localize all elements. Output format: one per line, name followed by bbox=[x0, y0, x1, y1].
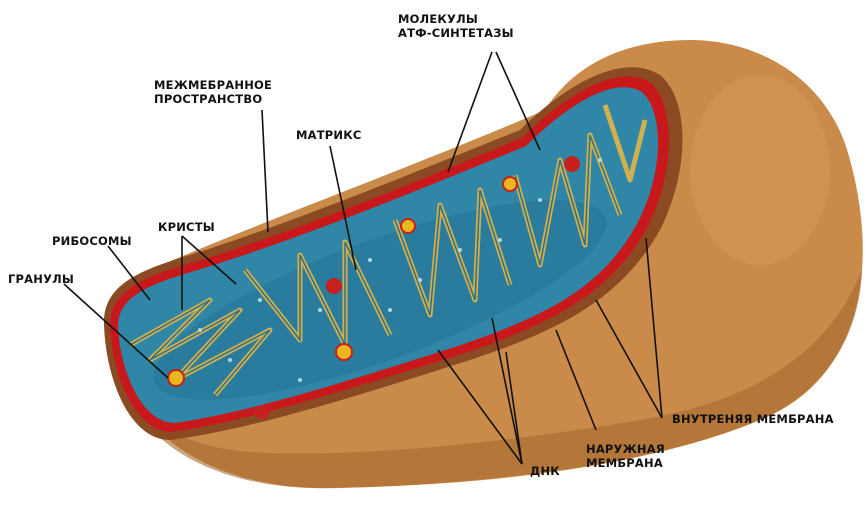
granule bbox=[503, 177, 517, 191]
label-granules: ГРАНУЛЫ bbox=[8, 272, 74, 286]
label-outer-membrane: НАРУЖНАЯ МЕМБРАНА bbox=[586, 442, 665, 470]
label-outer-membrane-line2: МЕМБРАНА bbox=[586, 456, 665, 470]
label-intermembrane-space: МЕЖМЕБРАННОЕ ПРОСТРАНСТВО bbox=[154, 78, 272, 106]
granule bbox=[255, 405, 269, 419]
label-intermembrane-line2: ПРОСТРАНСТВО bbox=[154, 92, 272, 106]
label-outer-membrane-line1: НАРУЖНАЯ bbox=[586, 442, 665, 456]
label-inner-membrane: ВНУТРЕНЯЯ МЕМБРАНА bbox=[672, 412, 834, 426]
granule bbox=[326, 278, 342, 294]
label-dna: ДНК bbox=[530, 464, 560, 478]
leader-intermembrane bbox=[262, 110, 268, 232]
label-atp-synthase-line2: АТФ-СИНТЕТАЗЫ bbox=[398, 26, 514, 40]
granule bbox=[336, 344, 352, 360]
granule bbox=[401, 219, 415, 233]
label-atp-synthase-line1: МОЛЕКУЛЫ bbox=[398, 12, 514, 26]
granule bbox=[564, 156, 580, 172]
label-ribosomes: РИБОСОМЫ bbox=[52, 234, 132, 248]
label-matrix: МАТРИКС bbox=[296, 128, 361, 142]
granule bbox=[168, 370, 184, 386]
label-intermembrane-line1: МЕЖМЕБРАННОЕ bbox=[154, 78, 272, 92]
label-cristae: КРИСТЫ bbox=[158, 220, 215, 234]
outer-membrane-highlight bbox=[690, 75, 830, 265]
label-atp-synthase: МОЛЕКУЛЫ АТФ-СИНТЕТАЗЫ bbox=[398, 12, 514, 40]
